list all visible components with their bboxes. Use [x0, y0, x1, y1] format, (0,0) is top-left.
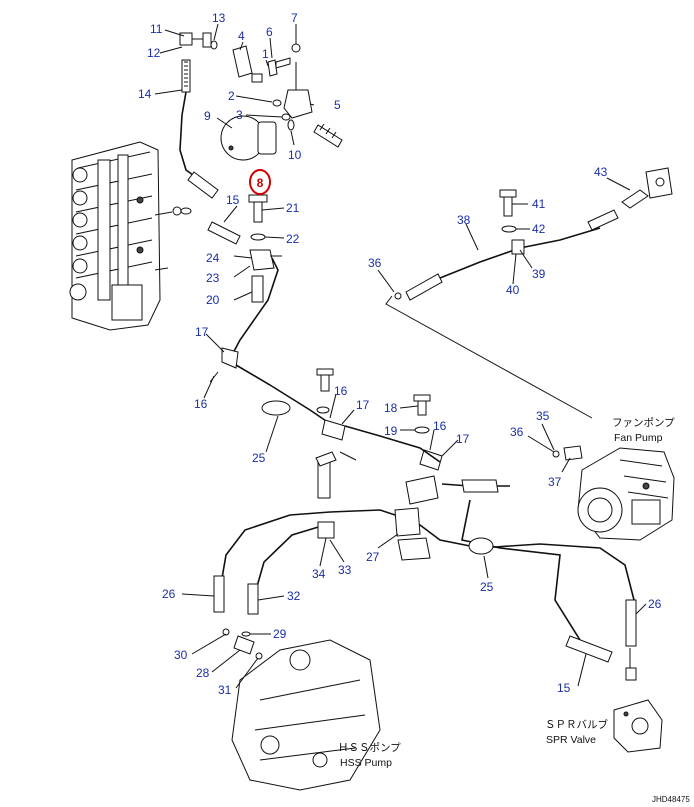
- callout-17-left: 17: [195, 325, 209, 339]
- accumulator: [220, 115, 295, 161]
- callout-36-lower: 36: [510, 425, 524, 439]
- callout-21: 21: [286, 201, 300, 215]
- callout-43: 43: [594, 165, 608, 179]
- callout-2: 2: [228, 89, 235, 103]
- callout-19: 19: [384, 424, 398, 438]
- spr-valve-label-en: SPR Valve: [546, 734, 596, 746]
- pressure-sensor-stack: [180, 194, 282, 303]
- callout-22: 22: [286, 232, 300, 246]
- callout-30: 30: [174, 648, 188, 662]
- callout-26-left: 26: [162, 587, 176, 601]
- sensor-hose-17: [209, 257, 333, 426]
- callout-40: 40: [506, 283, 520, 297]
- callout-25-right: 25: [480, 580, 494, 594]
- callout-20: 20: [206, 293, 220, 307]
- callout-39: 39: [532, 267, 546, 281]
- callout-34: 34: [312, 567, 326, 581]
- callout-27: 27: [366, 550, 380, 564]
- spr-valve: [613, 699, 663, 753]
- callout-numbers: 11 13 4 6 7 12 1 14 2 5 9 3 10 43 41 15 …: [138, 11, 662, 697]
- callout-6: 6: [266, 25, 273, 39]
- callout-4: 4: [238, 29, 245, 43]
- hose-38: [405, 167, 673, 301]
- callout-15-upper: 15: [226, 193, 240, 207]
- callout-10: 10: [288, 148, 302, 162]
- callout-11: 11: [150, 22, 163, 36]
- callout-35: 35: [536, 409, 550, 423]
- fan-pump-label-en: Fan Pump: [614, 432, 663, 444]
- callout-1: 1: [262, 47, 269, 61]
- control-valve-block: [69, 141, 182, 331]
- right-clamp-group: [344, 394, 443, 505]
- drain-line-36: [385, 292, 593, 493]
- callout-29: 29: [273, 627, 287, 641]
- callout-9: 9: [204, 109, 211, 123]
- callout-18: 18: [384, 401, 398, 415]
- callout-5: 5: [334, 98, 341, 112]
- lower-hoses: [213, 499, 637, 681]
- callout-12: 12: [147, 46, 161, 60]
- callout-23: 23: [206, 271, 220, 285]
- callout-31: 31: [218, 683, 232, 697]
- callout-17-right: 17: [456, 432, 470, 446]
- spr-valve-label-jp: ＳＰＲバルブ: [545, 718, 608, 731]
- callout-38: 38: [457, 213, 471, 227]
- callout-13: 13: [212, 11, 226, 25]
- fan-pump-label-jp: ファンポンプ: [612, 417, 675, 429]
- callout-24: 24: [206, 251, 220, 265]
- callout-37: 37: [548, 475, 562, 489]
- callout-41: 41: [532, 197, 546, 211]
- hss-pump: [222, 628, 381, 791]
- highlight-number: 8: [257, 176, 264, 190]
- callout-14: 14: [138, 87, 152, 101]
- callout-28: 28: [196, 666, 210, 680]
- center-clamp-group: [315, 368, 357, 499]
- highlight-callout-8[interactable]: 8: [249, 169, 271, 195]
- hss-pump-label-jp: ＨＳＳポンプ: [338, 742, 401, 754]
- callout-33: 33: [338, 563, 352, 577]
- callout-26-right: 26: [648, 597, 662, 611]
- callout-36-upper: 36: [368, 256, 382, 270]
- drawing-reference: JHD48475: [652, 795, 690, 804]
- hose-14: [179, 59, 219, 199]
- callout-7: 7: [291, 11, 298, 25]
- callout-42: 42: [532, 222, 546, 236]
- hss-pump-label-en: HSS Pump: [340, 757, 392, 769]
- component-labels: ファンポンプ Fan Pump ＳＰＲバルブ SPR Valve ＨＳＳポンプ …: [338, 417, 690, 804]
- top-fittings-cluster: [179, 32, 343, 148]
- callout-16-left: 16: [194, 397, 208, 411]
- callout-16-right: 16: [433, 419, 447, 433]
- fan-pump: [577, 447, 675, 541]
- callout-3: 3: [236, 108, 243, 122]
- leader-lines: [154, 23, 647, 689]
- callout-16-center: 16: [334, 384, 348, 398]
- callout-32: 32: [287, 589, 301, 603]
- callout-15-lower: 15: [557, 681, 571, 695]
- callout-17-center: 17: [356, 398, 370, 412]
- callout-25-left: 25: [252, 451, 266, 465]
